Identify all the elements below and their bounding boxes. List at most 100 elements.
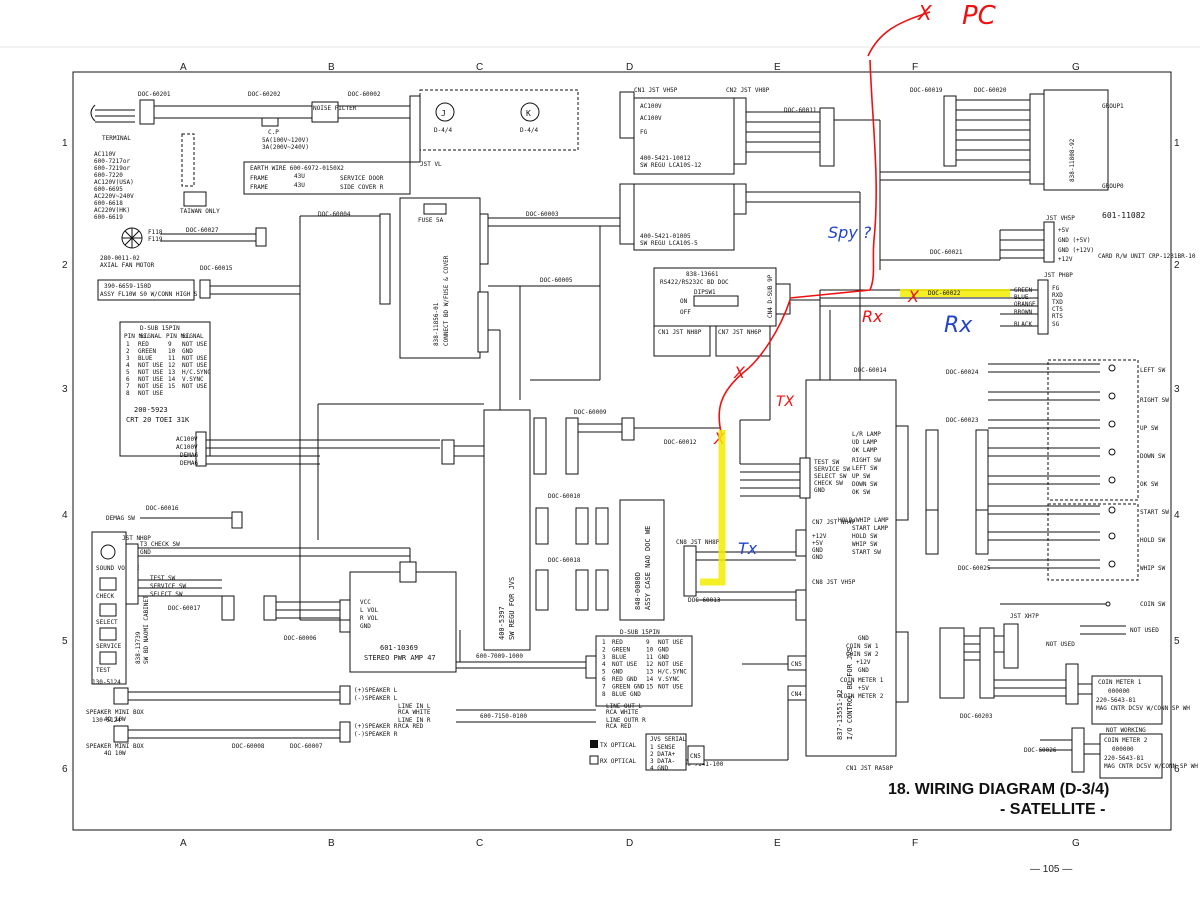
svg-text:SERVICE DOOR: SERVICE DOOR: [340, 175, 384, 182]
connect-bd-label: CONNECT BD W/FUSE & COVER: [443, 255, 450, 346]
svg-text:DOC-60018: DOC-60018: [548, 557, 581, 564]
svg-text:000000: 000000: [1108, 688, 1130, 695]
svg-text:3 DATA-: 3 DATA-: [650, 758, 675, 765]
naomi-dsub-cell: H/C.SYNC: [658, 669, 687, 676]
svg-text:AC220V~240V: AC220V~240V: [94, 193, 134, 200]
svg-text:NOT WORKING: NOT WORKING: [1106, 727, 1146, 734]
svg-text:SW REGU FOR JVS: SW REGU FOR JVS: [508, 577, 516, 640]
svg-text:ASSY CASE NAO DOC WE: ASSY CASE NAO DOC WE: [644, 526, 652, 610]
svg-text:JVS SERIAL: JVS SERIAL: [650, 736, 687, 743]
crt-table-header: PIN No.: [166, 333, 191, 340]
naomi-dsub-cell: 10: [646, 646, 654, 653]
svg-text:SG: SG: [1052, 321, 1060, 328]
svg-text:AC120V(USA): AC120V(USA): [94, 179, 134, 186]
svg-text:840-0080D: 840-0080D: [634, 572, 642, 610]
svg-text:FRAME: FRAME: [250, 184, 268, 191]
svg-text:837-13551-92: 837-13551-92: [836, 689, 844, 740]
speaker-left-icon: [113, 687, 129, 705]
marker-j: [435, 102, 455, 122]
crt-table-cell: 15: [168, 383, 176, 390]
svg-text:SW REGU LCA10S-12: SW REGU LCA10S-12: [640, 162, 702, 169]
svg-text:GND: GND: [858, 635, 869, 642]
svg-text:RS422/RS232C BD DOC: RS422/RS232C BD DOC: [660, 279, 729, 286]
sw-regu-cn2: [733, 97, 747, 165]
crt-table-header: SIGNAL: [182, 333, 204, 340]
sw-harness-connector-4: [975, 509, 989, 555]
crt-table-cell: 7: [126, 383, 130, 390]
io-cn8-connector: [795, 589, 807, 621]
crt-label: CRT 20 TOEI 31K: [126, 416, 190, 424]
svg-text:MAG CNTR DC5V W/CONN SP WH: MAG CNTR DC5V W/CONN SP WH: [1096, 705, 1190, 712]
service-button[interactable]: [99, 627, 117, 641]
svg-text:DEMAG: DEMAG: [180, 452, 198, 459]
svg-text:L VOL: L VOL: [360, 607, 378, 614]
amp-section: VCC L VOL R VOL GND 601-10369 STEREO PWR…: [276, 561, 789, 768]
svg-text:LINE OUT L: LINE OUT L: [606, 703, 643, 710]
grid-rows-right: 1 2 3 4 5 6: [1174, 138, 1180, 775]
svg-text:CN5: CN5: [791, 661, 802, 668]
crt-table-cell: NOT USE: [182, 341, 208, 348]
naomi-dsub-cell: NOT USE: [658, 661, 684, 668]
amp-power-connector: [399, 561, 417, 583]
svg-text:DOC-60007: DOC-60007: [290, 743, 323, 750]
rs422-section: 838-13661 RS422/RS232C BD DOC DIPSW1 ON …: [653, 267, 791, 357]
crt-table-cell: 8: [126, 390, 130, 397]
check-button[interactable]: [99, 577, 117, 591]
crt-table-header: SIGNAL: [140, 333, 162, 340]
svg-text:390-6659-150D: 390-6659-150D: [104, 283, 151, 290]
svg-text:COIN METER 1: COIN METER 1: [1098, 679, 1142, 686]
group-connector-2: [1029, 93, 1045, 185]
svg-text:130-5124: 130-5124: [92, 679, 121, 686]
tx-red-wire: [718, 299, 791, 437]
naomi-rail-connector-2: [595, 569, 609, 611]
svg-text:600-7220: 600-7220: [94, 172, 123, 179]
crt-table-cell: 6: [126, 376, 130, 383]
svg-text:CN7 JST NH6P: CN7 JST NH6P: [718, 329, 762, 336]
svg-text:CN8 JST NH8P: CN8 JST NH8P: [676, 539, 720, 546]
svg-text:(-)SPEAKER R: (-)SPEAKER R: [354, 731, 398, 738]
grid-col-f: F: [912, 62, 918, 73]
doc-60003-label: DOC-60003: [526, 211, 559, 218]
crt-table-cell: 2: [126, 348, 130, 355]
doc-60027-label: DOC-60027: [186, 227, 219, 234]
svg-text:600-6695: 600-6695: [94, 186, 123, 193]
svg-text:DOC-60008: DOC-60008: [232, 743, 265, 750]
svg-text:AC100V: AC100V: [640, 115, 662, 122]
svg-text:D-4/4: D-4/4: [434, 127, 452, 134]
svg-text:ORANGE: ORANGE: [1014, 301, 1036, 308]
grid-col-g: G: [1072, 62, 1080, 73]
svg-text:J: J: [441, 109, 446, 118]
grid-row-3-right: 3: [1174, 384, 1180, 395]
svg-text:+5V: +5V: [812, 540, 823, 547]
coin-meter-2: [1099, 733, 1163, 779]
jvs-regu-out-2: [565, 417, 579, 475]
svg-text:CN5: CN5: [690, 753, 701, 760]
jvs-cn5: [687, 745, 705, 765]
coin-switch-icon: [1105, 601, 1111, 607]
grid-row-1-right: 1: [1174, 138, 1180, 149]
svg-text:DOC-60006: DOC-60006: [284, 635, 317, 642]
svg-text:LINE IN R: LINE IN R: [398, 717, 431, 724]
naomi-power-in-1: [535, 507, 549, 545]
svg-text:400-5421-10012: 400-5421-10012: [640, 155, 691, 162]
io-cn5: [787, 655, 807, 671]
test-button[interactable]: [99, 651, 117, 665]
select-button[interactable]: [99, 603, 117, 617]
terminal-label: TERMINAL: [102, 135, 131, 142]
svg-text:COIN SW 1: COIN SW 1: [846, 643, 879, 650]
svg-text:DOC-60025: DOC-60025: [958, 565, 991, 572]
sw-regu5-cn2: [733, 183, 747, 215]
svg-text:ON: ON: [680, 298, 688, 305]
svg-text:T3 CHECK SW: T3 CHECK SW: [140, 541, 180, 548]
svg-text:OK SW: OK SW: [852, 489, 870, 496]
demag-label: DEMAG SW: [106, 515, 135, 522]
svg-text:SPEAKER MINI BOX: SPEAKER MINI BOX: [86, 743, 144, 750]
grid-row-2-right: 2: [1174, 260, 1180, 271]
io-coin-connector: [895, 631, 909, 703]
svg-text:MAG CNTR DC5V W/CONN SP WH: MAG CNTR DC5V W/CONN SP WH: [1104, 763, 1198, 770]
taiwan-label: TAIWAN ONLY: [180, 208, 220, 215]
svg-text:601-10369: 601-10369: [380, 644, 418, 652]
doc-60022-label: DOC-60022: [928, 290, 961, 297]
grid-row-3: 3: [62, 384, 68, 395]
